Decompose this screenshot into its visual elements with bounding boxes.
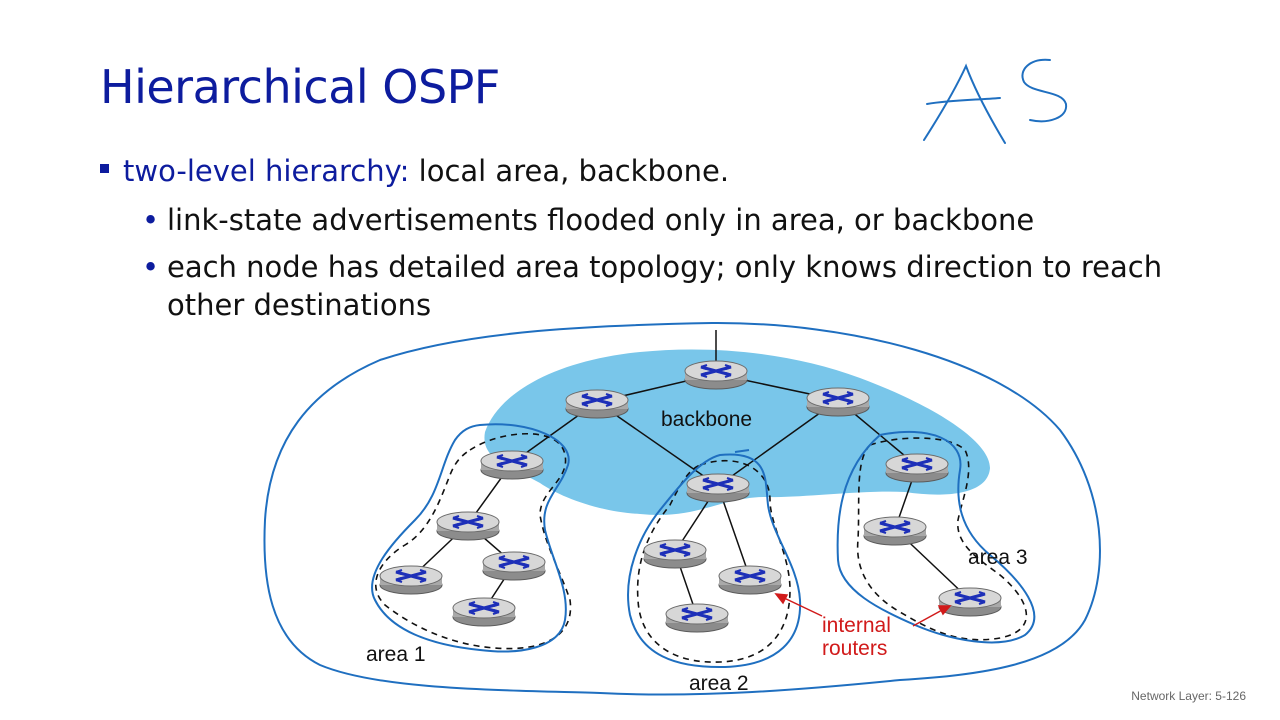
slide-title: Hierarchical OSPF bbox=[100, 60, 500, 114]
router-icon bbox=[481, 550, 547, 582]
router-icon bbox=[451, 596, 517, 628]
internal-routers-arrows bbox=[774, 593, 952, 627]
area1-label: area 1 bbox=[366, 643, 426, 666]
dot-bullet-icon: • bbox=[142, 250, 160, 284]
area1-ink-outline bbox=[371, 423, 570, 653]
router-icon bbox=[805, 386, 871, 418]
bullet-text: link-state advertisements flooded only i… bbox=[167, 203, 1035, 237]
square-bullet-icon bbox=[100, 164, 109, 173]
area2-ink-outline bbox=[627, 453, 802, 669]
router-icon bbox=[564, 388, 630, 420]
internal-routers-label-line2: routers bbox=[822, 637, 887, 660]
router-icon bbox=[685, 472, 751, 504]
router-icon bbox=[937, 586, 1003, 618]
bullet-lead: two-level hierarchy: bbox=[123, 154, 410, 188]
handwritten-as-annotation bbox=[923, 58, 1068, 144]
router-icon bbox=[717, 564, 783, 596]
router-icon bbox=[378, 564, 444, 596]
bullet-text: local area, backbone. bbox=[409, 154, 730, 188]
slide-footer: Network Layer: 5-126 bbox=[1131, 689, 1246, 703]
backbone-label: backbone bbox=[661, 408, 752, 431]
bullet-area-topology: • each node has detailed area topology; … bbox=[142, 248, 1212, 324]
router-icon bbox=[642, 538, 708, 570]
backbone-ink-tick bbox=[734, 449, 750, 453]
router-icon bbox=[862, 515, 928, 547]
area3-dashed-boundary bbox=[856, 437, 1028, 641]
area2-dashed-boundary bbox=[636, 460, 791, 663]
as-boundary bbox=[263, 321, 1101, 696]
router-icon bbox=[683, 359, 749, 391]
area3-ink-outline bbox=[836, 430, 1036, 644]
bullet-two-level-hierarchy: two-level hierarchy: local area, backbon… bbox=[100, 154, 729, 188]
router-icon bbox=[479, 449, 545, 481]
area2-label: area 2 bbox=[689, 672, 749, 695]
bullet-lsa-flooding: • link-state advertisements flooded only… bbox=[142, 201, 1034, 239]
router-icon bbox=[664, 602, 730, 634]
router-icon bbox=[884, 452, 950, 484]
router-icon bbox=[435, 510, 501, 542]
bullet-text: each node has detailed area topology; on… bbox=[167, 250, 1163, 322]
area3-label: area 3 bbox=[968, 546, 1028, 569]
dot-bullet-icon: • bbox=[142, 203, 160, 237]
internal-routers-label-line1: internal bbox=[822, 614, 891, 637]
